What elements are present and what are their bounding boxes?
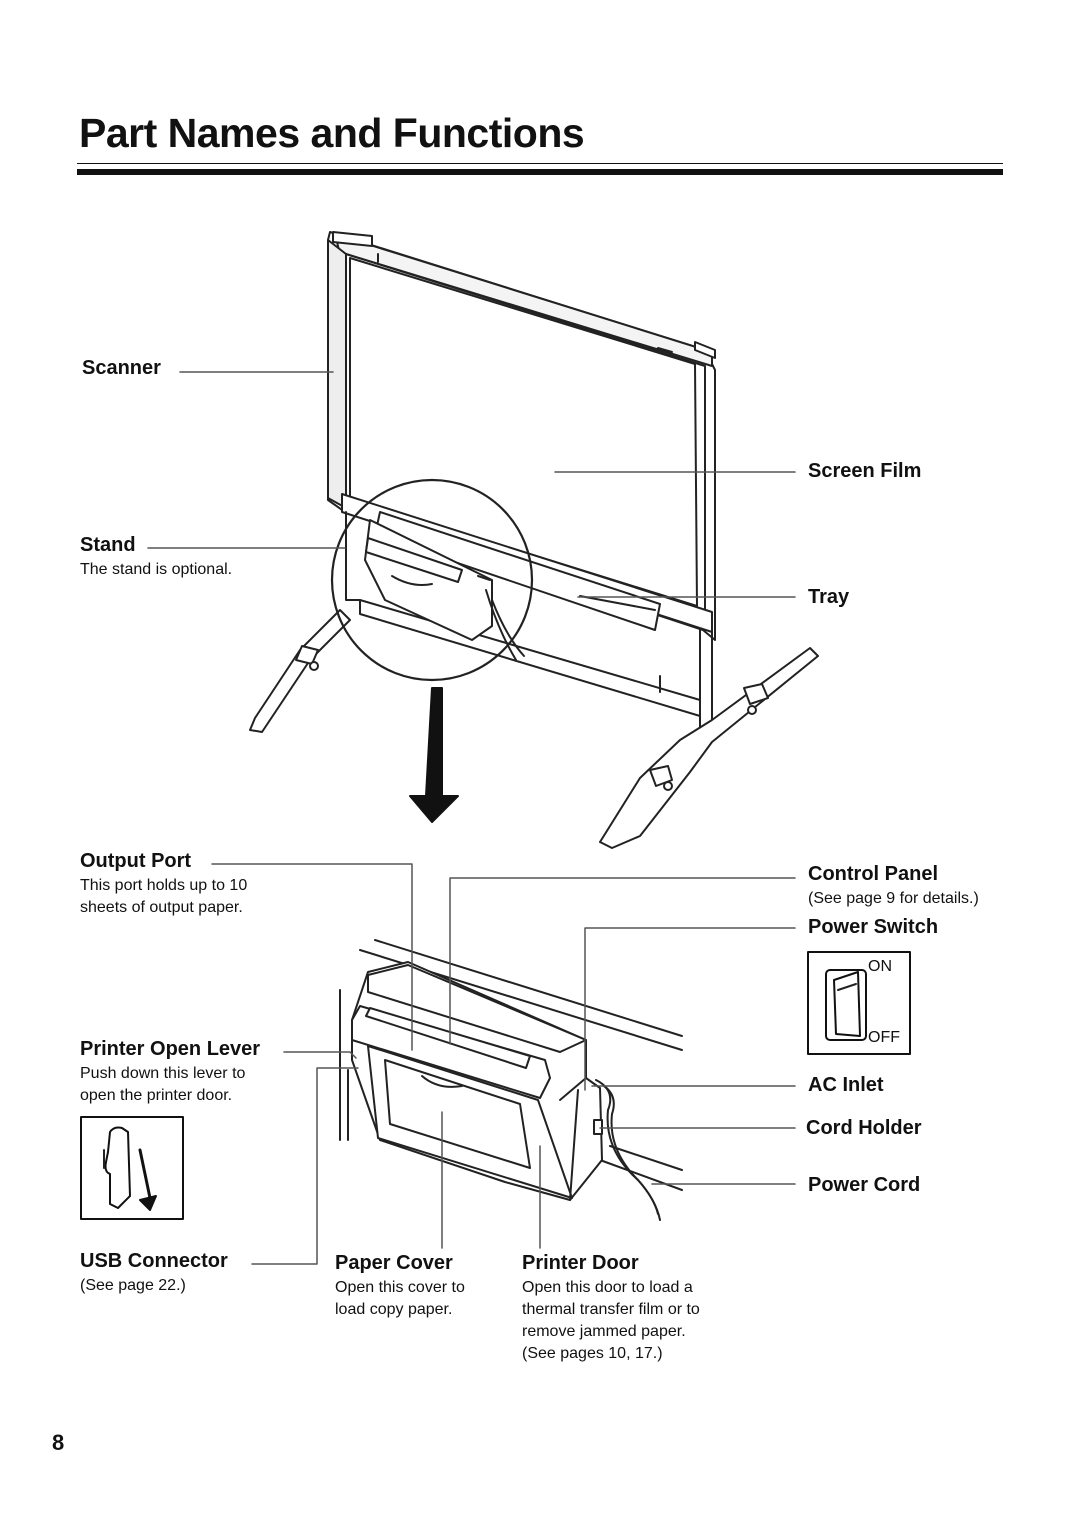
printer-open-lever-description: Push down this lever to open the printer… [80, 1063, 245, 1107]
switch-on-label: ON [868, 958, 892, 975]
printer-door-desc-line: thermal transfer film or to [522, 1301, 700, 1318]
label-printer-door: Printer Door [522, 1252, 639, 1274]
switch-off-label: OFF [868, 1029, 900, 1046]
label-power-switch: Power Switch [808, 916, 939, 938]
label-ac-inlet: AC Inlet [808, 1074, 884, 1096]
lever-desc-line: open the printer door. [80, 1087, 233, 1104]
label-paper-cover: Paper Cover [335, 1252, 453, 1274]
output-port-description: This port holds up to 10 sheets of outpu… [80, 875, 247, 919]
lever-push-icon [80, 1116, 184, 1220]
printer-door-desc-line: (See pages 10, 17.) [522, 1345, 663, 1362]
printer-door-desc-line: remove jammed paper. [522, 1323, 686, 1340]
label-printer-open-lever: Printer Open Lever [80, 1038, 261, 1060]
label-screen-film: Screen Film [808, 460, 922, 482]
label-cord-holder: Cord Holder [806, 1117, 922, 1139]
paper-cover-description: Open this cover to load copy paper. [335, 1277, 465, 1321]
output-port-desc-line: sheets of output paper. [80, 899, 243, 916]
lever-desc-line: Push down this lever to [80, 1065, 246, 1082]
whiteboard-illustration [249, 231, 819, 849]
title-rule-thick [77, 169, 1003, 175]
page-number: 8 [52, 1430, 65, 1455]
leader-lines [147, 371, 796, 1265]
label-output-port: Output Port [80, 850, 192, 872]
label-power-cord: Power Cord [808, 1174, 921, 1196]
label-scanner: Scanner [82, 357, 161, 379]
power-switch-icon [807, 951, 911, 1055]
printer-door-description: Open this door to load a thermal transfe… [522, 1277, 700, 1365]
paper-cover-desc-line: Open this cover to [335, 1279, 465, 1296]
printer-detail-illustration [339, 939, 683, 1221]
paper-cover-desc-line: load copy paper. [335, 1301, 453, 1318]
label-tray: Tray [808, 586, 850, 608]
page-title: Part Names and Functions [79, 110, 585, 156]
stand-description: The stand is optional. [80, 561, 233, 578]
usb-connector-description: (See page 22.) [80, 1277, 186, 1294]
title-rule-thin [77, 163, 1003, 164]
control-panel-description: (See page 9 for details.) [808, 890, 979, 907]
label-stand: Stand [80, 534, 136, 556]
down-arrow-icon [409, 687, 459, 823]
label-usb-connector: USB Connector [80, 1250, 228, 1272]
label-control-panel: Control Panel [808, 863, 939, 885]
output-port-desc-line: This port holds up to 10 [80, 877, 248, 894]
printer-door-desc-line: Open this door to load a [522, 1279, 693, 1296]
